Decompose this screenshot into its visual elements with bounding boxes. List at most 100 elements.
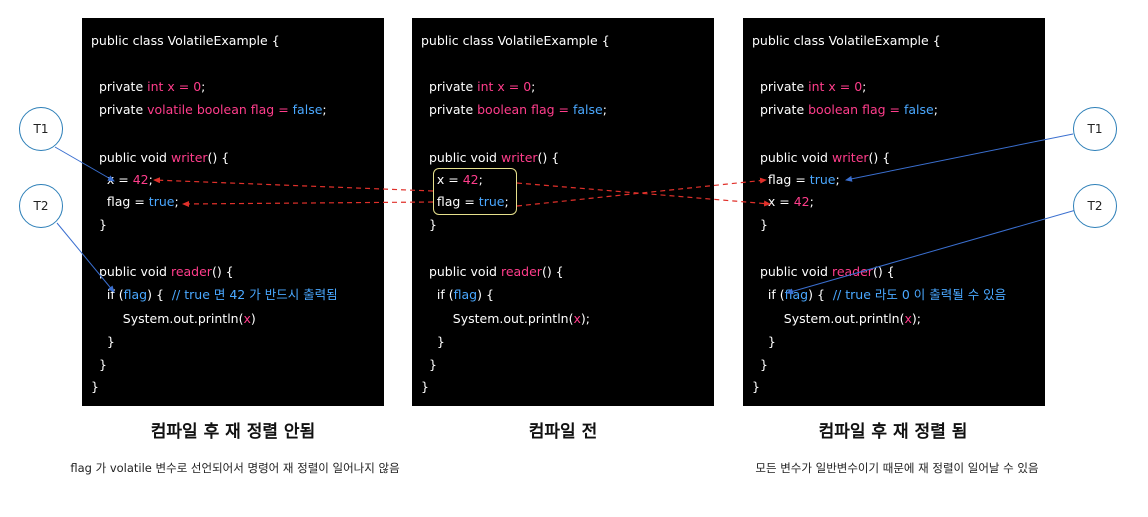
code-token: } — [752, 379, 760, 394]
code-token: } — [752, 217, 768, 232]
code-line: } — [752, 333, 776, 351]
thread-t1-left-label: T1 — [33, 122, 49, 136]
code-token: if ( — [91, 287, 124, 302]
code-token: public void — [91, 264, 171, 279]
code-token: } — [421, 217, 437, 232]
code-token: public class VolatileExample { — [752, 33, 941, 48]
thread-t2-left-circle: T2 — [19, 184, 63, 228]
code-line: if (flag) { // true 라도 0 이 출력될 수 있음 — [752, 286, 1006, 304]
code-token: public void — [752, 150, 832, 165]
caption-left: 컴파일 후 재 정렬 안됨 — [150, 422, 316, 442]
code-line: } — [421, 216, 437, 234]
code-token: if ( — [421, 287, 454, 302]
code-line: x = 42; — [752, 193, 814, 211]
code-line: x = 42; — [421, 171, 483, 189]
code-token: boolean flag = — [477, 102, 573, 117]
code-token: // true 라도 0 이 출력될 수 있음 — [832, 287, 1007, 302]
code-token: ; — [602, 102, 607, 117]
code-token: } — [421, 334, 445, 349]
code-token: ) { — [147, 287, 172, 302]
code-token: flag = — [91, 194, 149, 209]
code-token: public void — [91, 150, 171, 165]
thread-t2-right-circle: T2 — [1073, 184, 1117, 228]
code-token: private — [752, 79, 809, 94]
code-token: public void — [421, 264, 501, 279]
code-panel-before-compile: public class VolatileExample { private i… — [412, 18, 714, 406]
code-token: x — [573, 311, 581, 326]
code-token: private — [91, 102, 148, 117]
code-line: private boolean flag = false; — [752, 101, 938, 119]
code-line: System.out.println(x); — [752, 310, 921, 328]
code-token: x = — [752, 194, 794, 209]
arrow-t2-right — [786, 209, 1077, 295]
code-token: boolean flag = — [808, 102, 904, 117]
arrow-flag-to-right — [516, 177, 767, 207]
code-token: writer — [831, 150, 869, 165]
code-token: } — [421, 379, 429, 394]
arrow-t1-left — [54, 146, 115, 182]
code-token: ; — [809, 194, 814, 209]
code-token: true — [148, 194, 175, 209]
writer-statements-highlight — [433, 168, 517, 215]
code-token: ; — [862, 79, 867, 94]
code-token: } — [91, 357, 107, 372]
code-token: flag — [123, 287, 148, 302]
arrow-x-to-left — [153, 177, 434, 192]
code-line: } — [752, 216, 768, 234]
code-token: reader — [831, 264, 873, 279]
code-token: private — [91, 79, 148, 94]
code-token: ); — [911, 311, 921, 326]
code-token: ) — [250, 311, 256, 326]
code-token: private — [421, 79, 478, 94]
code-token: ; — [504, 194, 509, 209]
code-line: } — [91, 216, 107, 234]
code-token: false — [292, 102, 323, 117]
code-line: if (flag) { // true 면 42 가 반드시 출력됨 — [91, 286, 338, 304]
code-line: } — [752, 378, 760, 396]
code-token: 42 — [793, 194, 810, 209]
code-token: System.out.println( — [91, 311, 244, 326]
code-token: ; — [531, 79, 536, 94]
code-token: false — [572, 102, 603, 117]
code-token: () { — [207, 150, 230, 165]
code-token: ; — [201, 79, 206, 94]
code-line: flag = true; — [421, 193, 509, 211]
thread-t1-right-label: T1 — [1087, 122, 1103, 136]
code-token: System.out.println( — [752, 311, 905, 326]
code-line: } — [91, 356, 107, 374]
thread-t1-right-circle: T1 — [1073, 107, 1117, 151]
code-token: false — [903, 102, 934, 117]
code-token: () { — [541, 264, 564, 279]
code-panel-volatile: public class VolatileExample { private i… — [82, 18, 384, 406]
code-token: flag = — [752, 172, 810, 187]
code-token: private — [752, 102, 809, 117]
code-token: int x = 0 — [477, 79, 532, 94]
code-token: flag = — [421, 194, 479, 209]
code-line: System.out.println(x); — [421, 310, 590, 328]
code-token: 42 — [462, 172, 479, 187]
code-line: } — [752, 356, 768, 374]
code-token: () { — [211, 264, 234, 279]
code-token: volatile boolean flag = — [147, 102, 293, 117]
code-token: x — [904, 311, 912, 326]
arrow-x-to-right — [516, 182, 771, 207]
caption-mid: 컴파일 전 — [528, 422, 598, 442]
code-line: public void reader() { — [91, 263, 234, 281]
code-token: int x = 0 — [147, 79, 202, 94]
code-token: ; — [933, 102, 938, 117]
code-token: () { — [868, 150, 891, 165]
code-token: } — [91, 379, 99, 394]
code-token: ; — [174, 194, 179, 209]
code-line: System.out.println(x) — [91, 310, 256, 328]
code-token: private — [421, 102, 478, 117]
code-token: public void — [752, 264, 832, 279]
code-token: ; — [478, 172, 483, 187]
thread-t2-left-label: T2 — [33, 199, 49, 213]
code-token: } — [421, 357, 437, 372]
code-line: flag = true; — [752, 171, 840, 189]
code-token: ; — [148, 172, 153, 187]
code-token: } — [91, 334, 115, 349]
code-line: } — [421, 356, 437, 374]
code-line: public class VolatileExample { — [91, 32, 280, 50]
code-line: } — [91, 333, 115, 351]
